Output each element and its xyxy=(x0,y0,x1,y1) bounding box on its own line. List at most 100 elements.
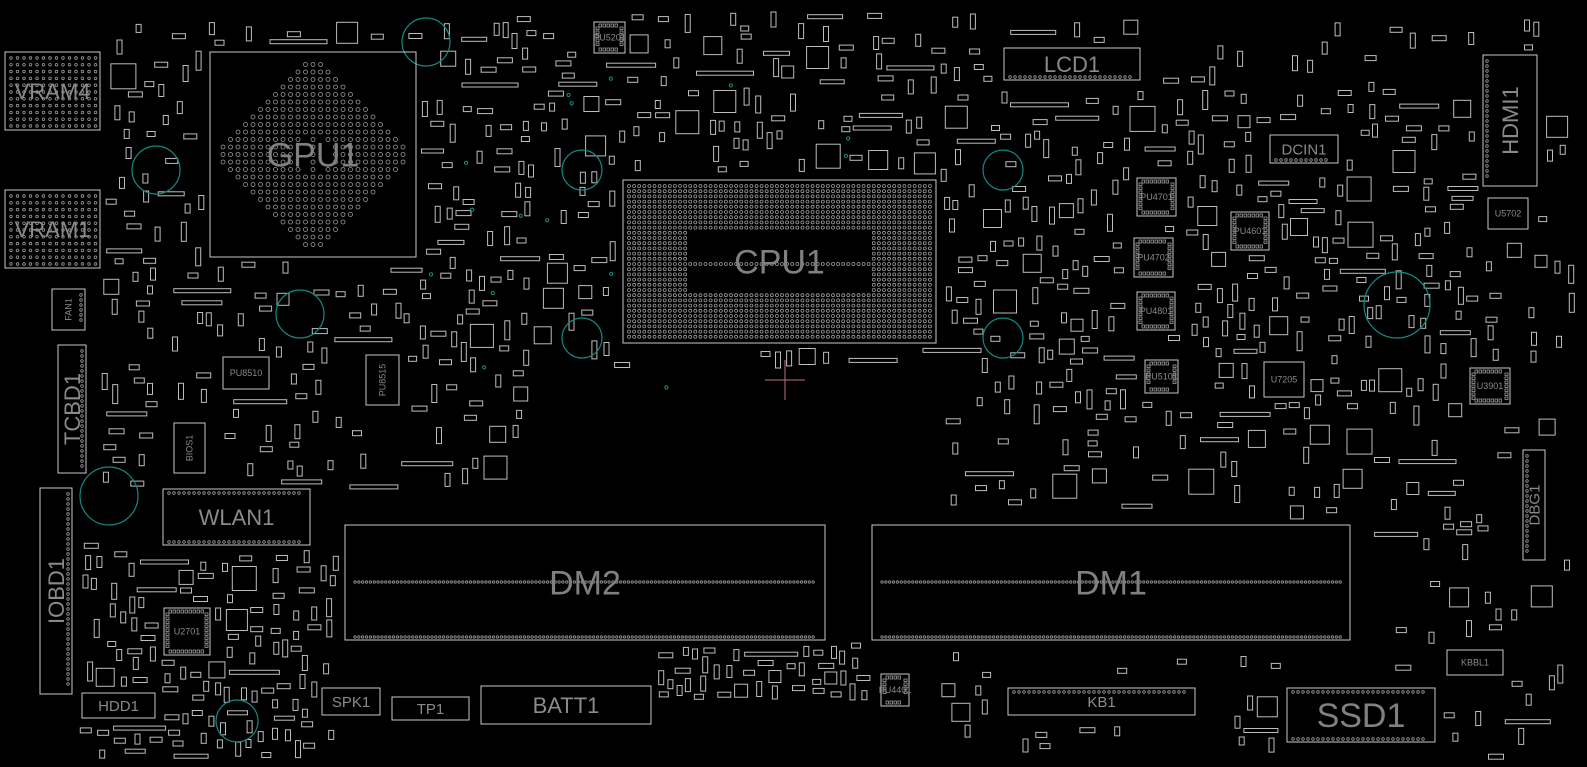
smd-component xyxy=(1216,288,1223,304)
component-pu4701[interactable]: PU4701 xyxy=(1136,177,1177,217)
smd-component xyxy=(1121,503,1153,509)
component-wlan1[interactable]: WLAN1 xyxy=(162,488,311,546)
smd-component xyxy=(757,660,774,666)
component-ssd1[interactable]: SSD1 xyxy=(1286,687,1436,743)
smd-component xyxy=(312,410,319,423)
component-pu5101[interactable]: PU5101 xyxy=(1144,359,1179,394)
component-outline xyxy=(1487,197,1529,230)
component-u2701[interactable]: U2701 xyxy=(163,607,211,656)
smd-component xyxy=(876,53,883,70)
smd-component xyxy=(915,33,922,47)
smd-component xyxy=(276,683,291,690)
smd-component xyxy=(667,679,674,690)
smd-component xyxy=(1320,108,1331,115)
via xyxy=(846,136,851,141)
component-label: FAN1 xyxy=(64,298,74,321)
component-spk1[interactable]: SPK1 xyxy=(321,687,381,716)
component-dm1[interactable]: DM1 xyxy=(871,524,1351,641)
component-u5702[interactable]: U5702 xyxy=(1487,197,1529,230)
smd-component xyxy=(127,91,143,98)
component-vram4[interactable]: VRAM4 xyxy=(4,51,101,131)
component-label: GPU1 xyxy=(267,137,360,175)
smd-component xyxy=(1187,196,1194,208)
smd-component xyxy=(461,36,488,42)
smd-component xyxy=(257,731,264,743)
smd-component xyxy=(983,75,993,82)
smd-component xyxy=(1095,413,1108,420)
smd-component xyxy=(1187,150,1194,165)
smd-component xyxy=(124,210,136,217)
smd-component xyxy=(1082,347,1099,354)
component-outline xyxy=(1230,211,1270,251)
smd-component xyxy=(739,160,749,167)
component-tp1[interactable]: TP1 xyxy=(391,696,470,721)
component-vram1[interactable]: VRAM1 xyxy=(4,189,101,269)
component-kbbl1[interactable]: KBBL1 xyxy=(1446,649,1504,676)
smd-component xyxy=(326,598,333,618)
smd-component xyxy=(740,33,752,40)
smd-component xyxy=(504,226,511,246)
smd-component xyxy=(203,680,210,692)
smd-component xyxy=(140,559,189,565)
component-dm2[interactable]: DM2 xyxy=(344,524,826,641)
smd-component xyxy=(770,11,777,28)
smd-component xyxy=(1232,283,1239,302)
smd-component xyxy=(457,314,464,325)
smd-component xyxy=(1259,341,1266,353)
smd-component xyxy=(950,494,957,506)
component-hdd1[interactable]: HDD1 xyxy=(81,692,156,719)
component-pu4601[interactable]: PU4601 xyxy=(1230,211,1270,251)
smd-component xyxy=(861,690,868,701)
component-iobd1[interactable]: IOBD1 xyxy=(39,487,73,695)
smd-component xyxy=(558,81,598,87)
smd-component xyxy=(303,742,316,749)
smd-component xyxy=(187,272,199,279)
smd-component xyxy=(239,555,253,562)
component-cpu1[interactable]: CPU1 xyxy=(622,179,937,344)
component-gpu1[interactable]: GPU1 xyxy=(209,51,417,258)
smd-component xyxy=(528,164,534,178)
component-bios1[interactable]: BIOS1 xyxy=(173,422,206,474)
smd-component xyxy=(591,257,608,264)
component-hdmi1[interactable]: HDMI1 xyxy=(1482,54,1538,187)
smd-component xyxy=(282,261,289,274)
smd-component xyxy=(183,133,198,140)
smd-component xyxy=(352,430,362,437)
component-batt1[interactable]: BATT1 xyxy=(480,685,652,725)
component-fan1[interactable]: FAN1 xyxy=(51,288,86,331)
smd-component xyxy=(1414,233,1421,247)
smd-component xyxy=(321,347,328,364)
smd-component xyxy=(1074,228,1085,235)
smd-component xyxy=(382,288,397,295)
smd-component xyxy=(1231,461,1238,477)
smd-component xyxy=(1307,59,1314,73)
smd-component xyxy=(717,166,727,173)
smd-component xyxy=(1058,338,1075,355)
component-pu4401[interactable]: PU4401 xyxy=(879,673,912,707)
smd-component xyxy=(173,288,232,294)
component-pu8515[interactable]: PU8515 xyxy=(365,354,400,406)
smd-component xyxy=(323,663,330,675)
component-outline xyxy=(321,687,381,716)
component-tcbd1[interactable]: TCBD1 xyxy=(57,344,87,474)
smd-component xyxy=(496,148,513,155)
component-outline xyxy=(1133,237,1174,278)
component-pu4702[interactable]: PU4702 xyxy=(1133,237,1174,278)
smd-component xyxy=(1326,507,1338,514)
smd-component xyxy=(1475,711,1482,726)
component-pu5201[interactable]: PU5201 xyxy=(593,21,626,54)
component-label: PU8510 xyxy=(230,368,263,378)
component-pu4801[interactable]: PU4801 xyxy=(1136,291,1176,331)
component-dcin1[interactable]: DCIN1 xyxy=(1269,134,1339,164)
component-dbg1[interactable]: DBG1 xyxy=(1522,449,1546,561)
smd-component xyxy=(485,124,492,137)
component-pu8510[interactable]: PU8510 xyxy=(222,356,270,390)
component-u3901[interactable]: U3901 xyxy=(1469,367,1511,405)
component-kb1[interactable]: KB1 xyxy=(1007,687,1196,716)
smd-component xyxy=(395,302,402,319)
component-u7205[interactable]: U7205 xyxy=(1263,361,1305,398)
smd-component xyxy=(693,693,704,700)
component-lcd1[interactable]: LCD1 xyxy=(1003,47,1141,81)
